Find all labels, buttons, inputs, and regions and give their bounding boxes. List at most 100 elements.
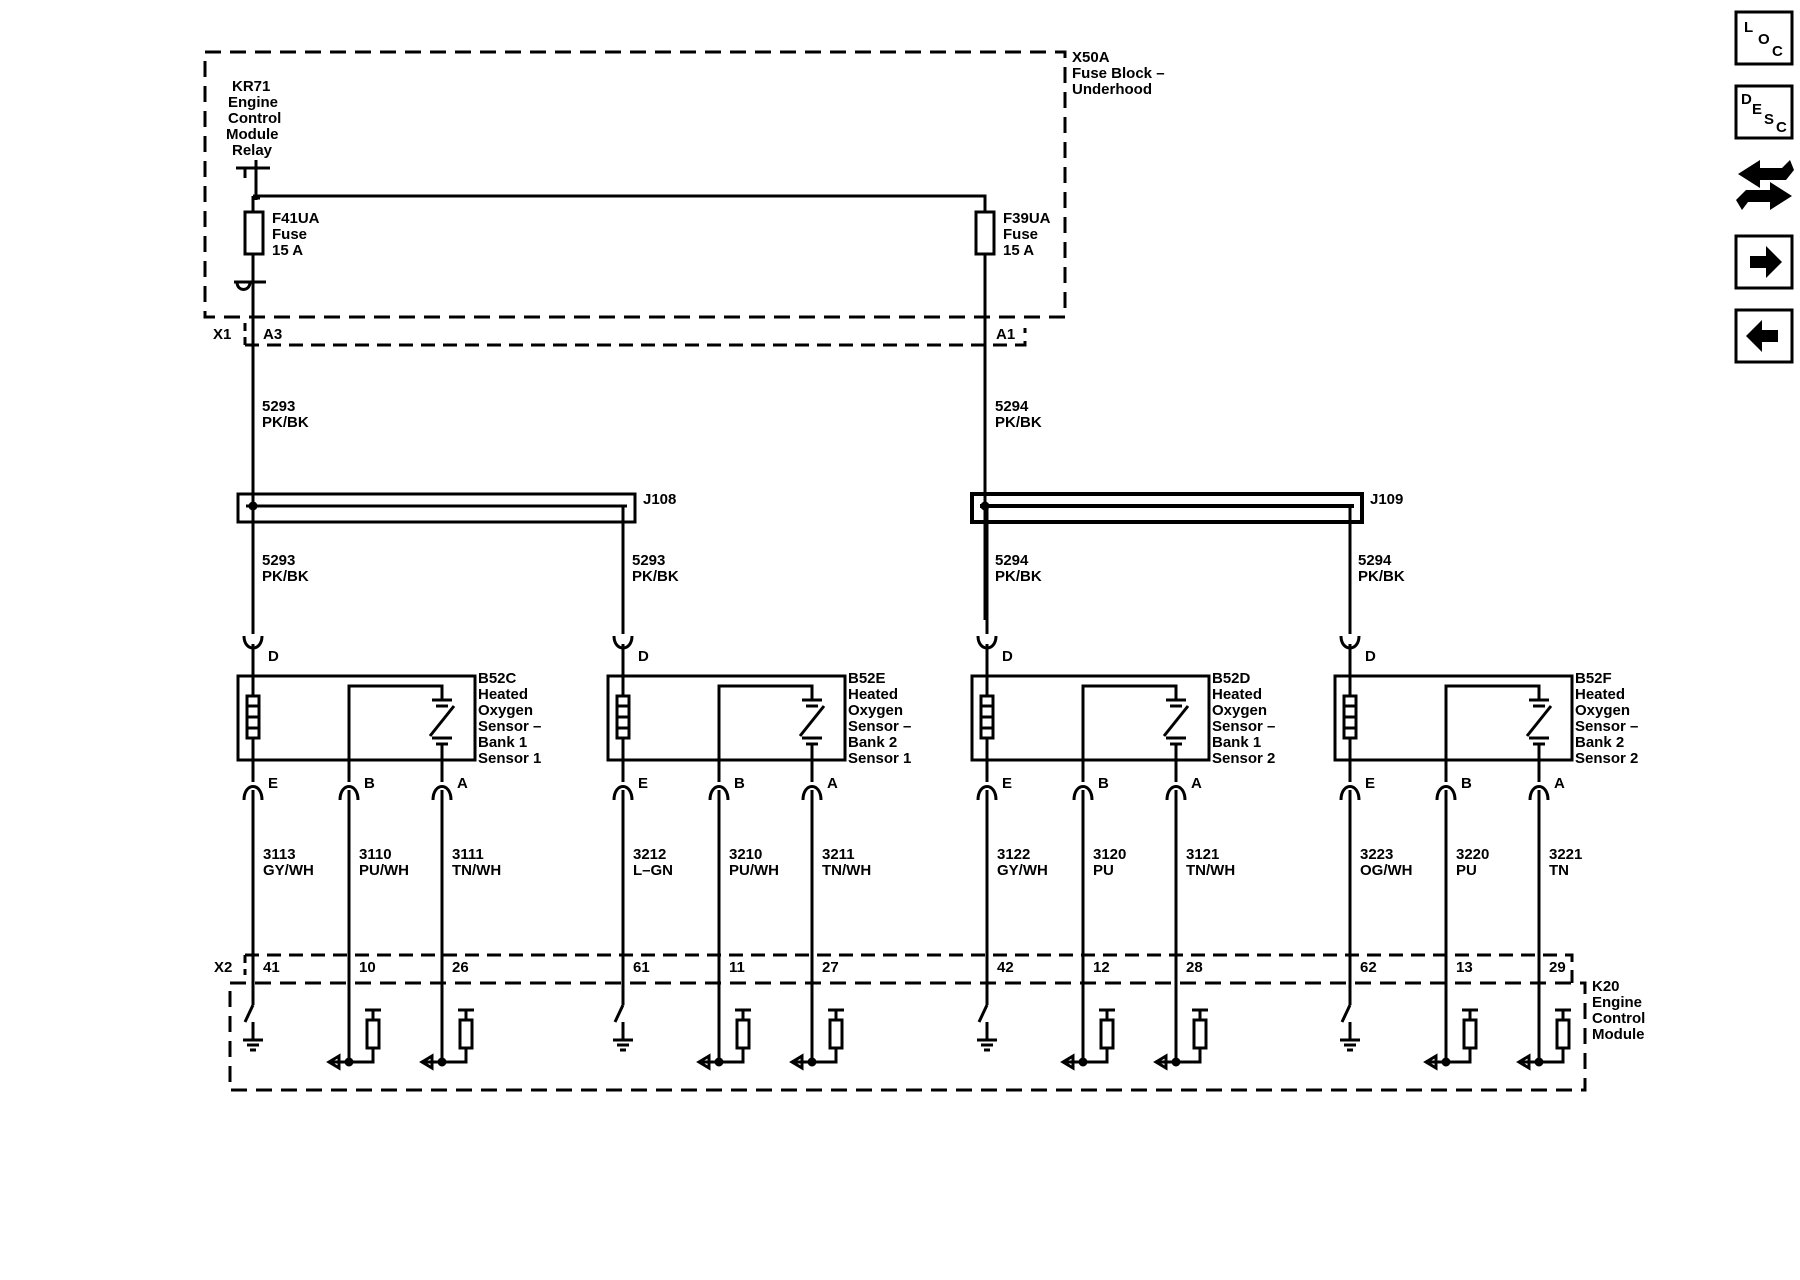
relay-output xyxy=(234,280,266,300)
connector-pin xyxy=(708,785,730,801)
ecm-pin-label: 28 xyxy=(1186,959,1203,976)
wire-color: OG/WH xyxy=(1360,862,1413,879)
sensor-signal-loop xyxy=(347,684,444,780)
wire-color: TN/WH xyxy=(452,862,501,879)
sensing-cell-variable xyxy=(1525,705,1553,737)
wire-color: PU/WH xyxy=(729,862,779,879)
sensor-label-line: Sensor 2 xyxy=(1575,750,1638,767)
desc-letter-s: S xyxy=(1764,111,1774,128)
pullup-supply xyxy=(1539,1008,1571,1064)
connector-pin xyxy=(338,785,360,801)
wire-color: TN/WH xyxy=(1186,862,1235,879)
relay-label-4: Relay xyxy=(232,142,273,159)
sensor-label-line: Oxygen xyxy=(848,702,903,719)
feed-5294-color: PK/BK xyxy=(995,414,1042,431)
fuse-f39ua xyxy=(974,210,996,256)
nav-loc-button[interactable]: L O C xyxy=(1734,10,1794,66)
sensor-label-line: Heated xyxy=(478,686,528,703)
sensing-cell-top xyxy=(1529,698,1549,708)
relay-label-1: Engine xyxy=(228,94,278,111)
x1-connector-line xyxy=(245,328,1027,347)
ground-icon xyxy=(243,1004,263,1052)
j109-out1-circuit: 5294 xyxy=(995,552,1029,569)
arrow-left-icon xyxy=(1746,320,1778,352)
fuse-block-name-2: Underhood xyxy=(1072,81,1152,98)
wire-circuit: 3223 xyxy=(1360,846,1393,863)
resistor xyxy=(365,1018,381,1050)
sensor-label-line: Sensor – xyxy=(1212,718,1275,735)
relay-ref: KR71 xyxy=(232,78,270,95)
pin-d-label: D xyxy=(1365,648,1376,665)
sensor-b52e xyxy=(606,506,847,1071)
splice-j109 xyxy=(970,492,1364,524)
connector-pin xyxy=(612,785,634,801)
nav-previous-button[interactable] xyxy=(1734,308,1794,364)
wire-circuit: 3211 xyxy=(822,846,855,863)
sensor-b52d xyxy=(970,506,1211,1071)
sensor-label-line: Oxygen xyxy=(1212,702,1267,719)
j109-out2-color: PK/BK xyxy=(1358,568,1405,585)
sensor-label-line: Oxygen xyxy=(1575,702,1630,719)
nav-next-button[interactable] xyxy=(1734,234,1794,290)
desc-letter-e: E xyxy=(1752,101,1762,118)
ecm-label-3: Module xyxy=(1592,1026,1645,1043)
sensor-label-line: Heated xyxy=(1575,686,1625,703)
connector-pin xyxy=(1339,785,1361,801)
connector-pin xyxy=(801,785,823,801)
fuse-block-outline xyxy=(203,50,1067,319)
wire-circuit: 3210 xyxy=(729,846,762,863)
sensing-cell-bottom xyxy=(432,736,452,760)
wire-circuit: 3110 xyxy=(359,846,392,863)
sensor-signal-loop xyxy=(1081,684,1178,780)
sensor-signal-loop xyxy=(1444,684,1541,780)
ecm-pin-label: 29 xyxy=(1549,959,1566,976)
loc-letter-o: O xyxy=(1758,31,1770,48)
ecm-ref: K20 xyxy=(1592,978,1620,995)
connector-view-button[interactable] xyxy=(1736,160,1794,210)
connector-pin xyxy=(1435,785,1457,801)
wire-circuit: 3122 xyxy=(997,846,1030,863)
relay-label-3: Module xyxy=(226,126,279,143)
fuse-block-ref: X50A xyxy=(1072,49,1110,66)
desc-letter-c: C xyxy=(1776,119,1787,136)
pin-label: B xyxy=(364,775,375,792)
sensing-cell-variable xyxy=(428,705,456,737)
ecm-pin-label: 62 xyxy=(1360,959,1377,976)
fuse-bus xyxy=(253,194,987,212)
fuse-block-name-1: Fuse Block – xyxy=(1072,65,1165,82)
arrow-right-icon xyxy=(1750,246,1782,278)
x1-pin-a1: A1 xyxy=(996,326,1015,343)
wire-color: L–GN xyxy=(633,862,673,879)
ecm-pin-label: 26 xyxy=(452,959,469,976)
ecm-outline xyxy=(228,981,1587,1092)
sensor-label-line: Sensor 2 xyxy=(1212,750,1275,767)
connector-pin xyxy=(976,785,998,801)
x1-pin-a3: A3 xyxy=(263,326,282,343)
sensor-label-line: Bank 1 xyxy=(1212,734,1261,751)
pullup-supply xyxy=(719,1008,751,1064)
j108-out2-circuit: 5293 xyxy=(632,552,665,569)
wire-color: TN/WH xyxy=(822,862,871,879)
sensor-ref: B52E xyxy=(848,670,886,687)
pin-label: E xyxy=(1365,775,1375,792)
connector-view-icon xyxy=(1736,160,1794,210)
x2-connector-line xyxy=(245,953,1574,983)
loc-letter-c: C xyxy=(1772,43,1783,60)
wire-color: TN xyxy=(1549,862,1569,879)
pullup-supply xyxy=(1176,1008,1208,1064)
nav-desc-button[interactable]: D E S C xyxy=(1734,84,1794,140)
ecm-pin-label: 13 xyxy=(1456,959,1473,976)
fuse-f39ua-type: Fuse xyxy=(1003,226,1038,243)
wire-circuit: 3212 xyxy=(633,846,666,863)
sensor-label-line: Sensor 1 xyxy=(478,750,541,767)
sensor-b52f xyxy=(1333,506,1574,1071)
pullup-supply xyxy=(442,1008,474,1064)
sensor-housing xyxy=(970,674,1211,762)
ecm-pin-label: 41 xyxy=(263,959,280,976)
sensor-ref: B52C xyxy=(478,670,517,687)
ecm-pin-label: 42 xyxy=(997,959,1014,976)
sensing-cell-top xyxy=(1166,698,1186,708)
j108-out1-color: PK/BK xyxy=(262,568,309,585)
connector-pin xyxy=(1072,785,1094,801)
